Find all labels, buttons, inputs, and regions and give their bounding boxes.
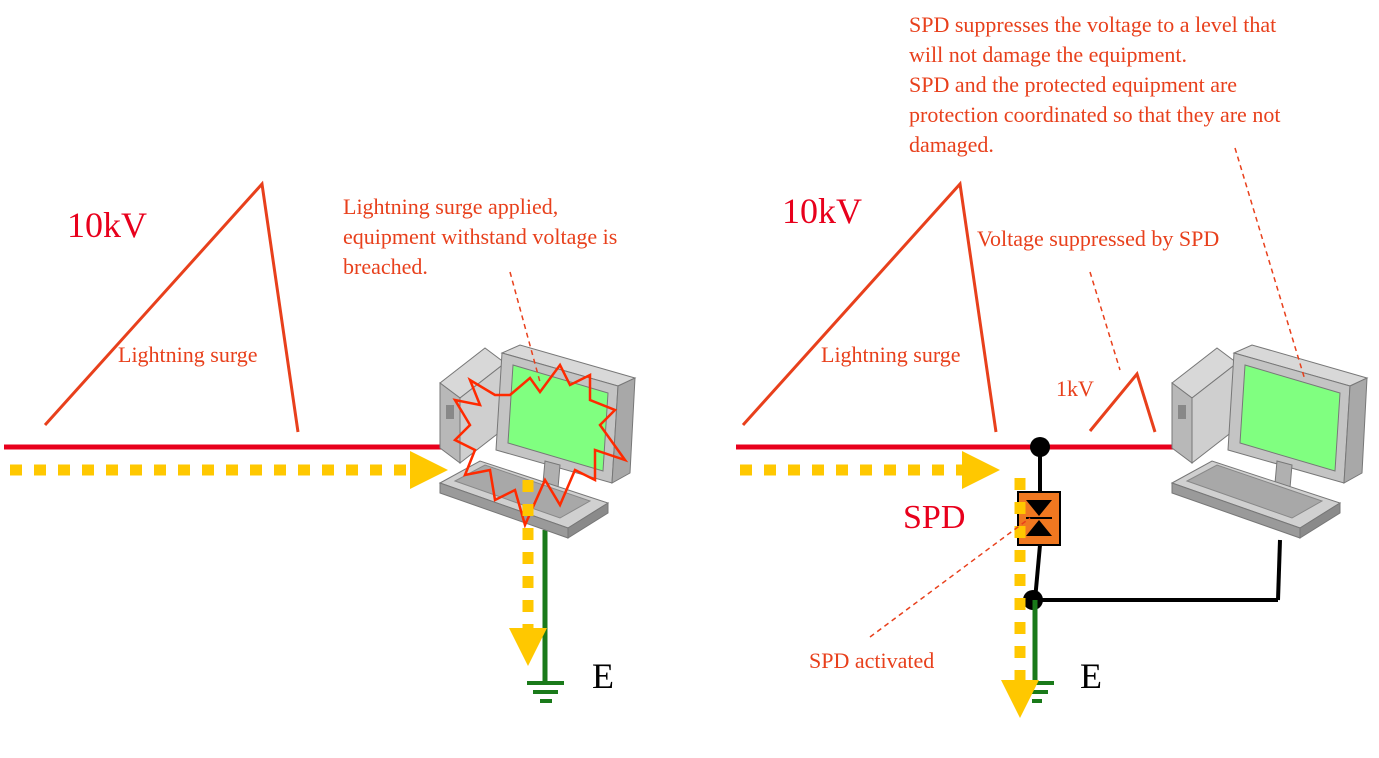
computer-icon — [1171, 344, 1368, 539]
breach-callout: Lightning surge applied, equipment withs… — [343, 194, 623, 279]
voltage-label: 10kV — [782, 191, 862, 231]
surge-arrow-down — [1001, 680, 1039, 718]
surge-arrow-right — [962, 451, 1000, 489]
surge-arrow-down — [509, 628, 547, 666]
surge-arrow-right — [410, 451, 448, 489]
callout-leader — [509, 271, 541, 383]
equipment-ground-riser — [1276, 539, 1282, 601]
breach-callout-line: equipment withstand voltage is — [343, 224, 617, 249]
spd-activated-leader — [869, 517, 1031, 638]
lightning-surge-waveform — [43, 180, 300, 433]
suppressed-leader — [1089, 271, 1121, 371]
coordination-callout-line: damaged. — [909, 132, 994, 157]
computer-icon — [439, 344, 636, 539]
breach-callout-line: Lightning surge applied, — [343, 194, 558, 219]
spd-label: SPD — [903, 499, 965, 536]
coordination-callout-line: protection coordinated so that they are … — [909, 102, 1280, 127]
reduced-voltage-label: 1kV — [1056, 376, 1094, 401]
surge-label: Lightning surge — [821, 342, 961, 367]
earth-symbol — [527, 681, 564, 703]
left-panel: 10kV Lightning surge E Lightning surge a… — [4, 180, 636, 703]
coordination-callout-leader — [1234, 147, 1306, 381]
lightning-surge-waveform — [741, 180, 998, 433]
voltage-label: 10kV — [67, 205, 147, 245]
coordination-callout: SPD suppresses the voltage to a level th… — [909, 12, 1286, 157]
surge-label: Lightning surge — [118, 342, 258, 367]
earth-label: E — [1080, 656, 1102, 696]
coordination-callout-line: SPD and the protected equipment are — [909, 72, 1237, 97]
damage-burst-icon — [452, 362, 629, 529]
reduced-surge-waveform — [1088, 370, 1157, 433]
spd-activated-label: SPD activated — [809, 648, 934, 673]
right-panel: 10kV Lightning surge 1kV Voltage suppres… — [736, 12, 1368, 718]
suppressed-label: Voltage suppressed by SPD — [977, 226, 1219, 251]
coordination-callout-line: SPD suppresses the voltage to a level th… — [909, 12, 1276, 37]
breach-callout-line: breached. — [343, 254, 428, 279]
earth-label: E — [592, 656, 614, 696]
junction-node-top — [1030, 437, 1050, 457]
coordination-callout-line: will not damage the equipment. — [909, 42, 1187, 67]
